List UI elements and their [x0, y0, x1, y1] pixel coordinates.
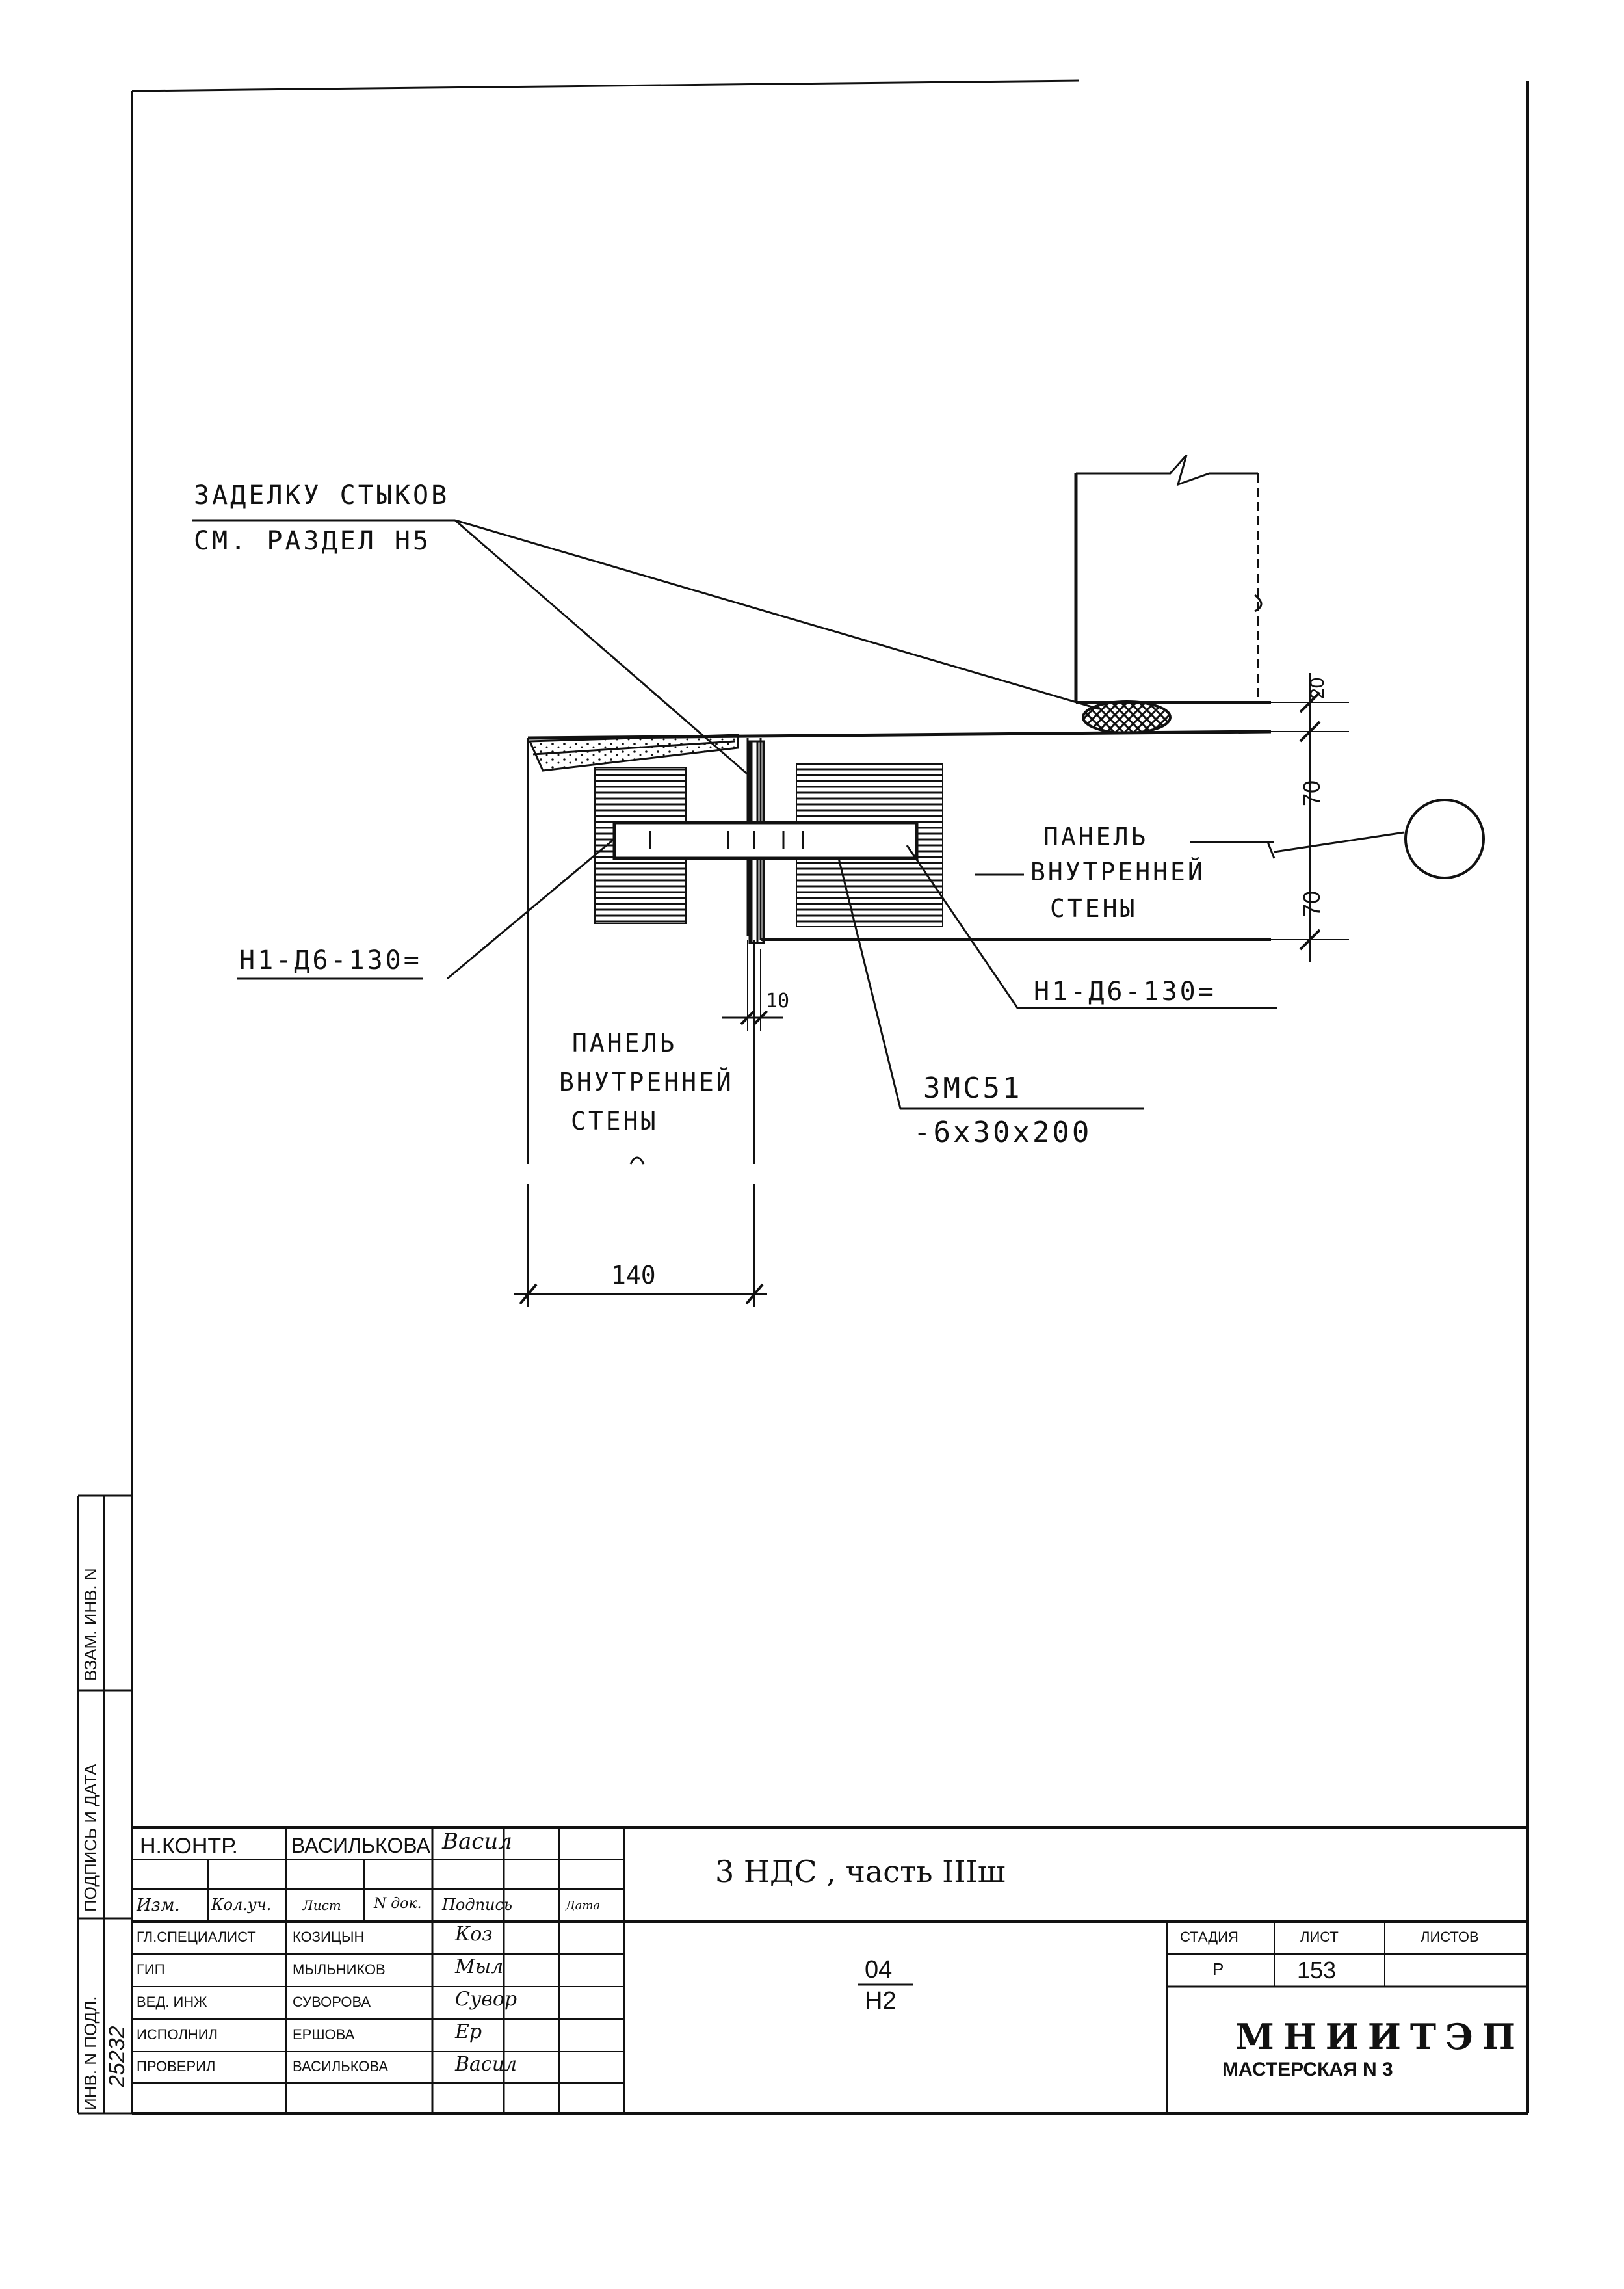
row-4-role: ИСПОЛНИЛ: [137, 2026, 218, 2043]
panel-right-label-1: ПАНЕЛЬ: [1043, 823, 1149, 851]
embed-mark: ЗМС51: [923, 1072, 1023, 1105]
row-2-name: МЫЛЬНИКОВ: [293, 1961, 386, 1978]
embed-size: -6х30х200: [913, 1116, 1092, 1149]
callout-left-rebar: Н1-Д6-130=: [239, 946, 422, 975]
head-data: Дата: [566, 1899, 601, 1912]
panel-left-label-3: СТЕНЫ: [571, 1107, 659, 1135]
row-2-signature: Мыл: [455, 1955, 504, 1978]
row-3-role: ВЕД. ИНЖ: [137, 1994, 207, 2010]
nkontr-signature: Васил: [442, 1829, 512, 1855]
panel-left-label-2: ВНУТРЕННЕЙ: [559, 1068, 734, 1096]
sheets-label: ЛИСТОВ: [1421, 1929, 1479, 1945]
dim-140: 140: [611, 1261, 656, 1290]
sheet-label: ЛИСТ: [1300, 1929, 1339, 1945]
row-5-name: ВАСИЛЬКОВА: [293, 2058, 389, 2074]
stage-value: Р: [1212, 1959, 1224, 1979]
side-stamp-column: [77, 1494, 132, 2115]
side-vzam-inv: ВЗАМ. ИНВ. N: [81, 1568, 100, 1681]
project-title: 3 НДС , часть IIIш: [715, 1854, 1006, 1889]
title-block-grid: [132, 1826, 1528, 2113]
row-5-role: ПРОВЕРИЛ: [137, 2058, 216, 2074]
row-1-role: ГЛ.СПЕЦИАЛИСТ: [137, 1929, 256, 1945]
row-2-role: ГИП: [137, 1961, 165, 1978]
panel-left-label-1: ПАНЕЛЬ: [572, 1029, 677, 1057]
side-inv-handwritten: 25232: [105, 2026, 129, 2087]
org-logo: МНИИТЭП: [1235, 2016, 1525, 2057]
drawing-code-bottom: Н2: [865, 1987, 897, 2015]
side-podpis-data: ПОДПИСЬ И ДАТА: [81, 1764, 100, 1912]
steel-plate: [612, 821, 919, 860]
nkontr-role: Н.КОНТР.: [140, 1834, 238, 1859]
joint-note-line1: ЗАДЕЛКУ СТЫКОВ: [194, 481, 450, 510]
row-1-signature: Коз: [455, 1923, 493, 1946]
row-5-signature: Васил: [455, 2053, 517, 2076]
org-department: МАСТЕРСКАЯ N 3: [1222, 2059, 1393, 2080]
panel-right-label-3: СТЕНЫ: [1050, 894, 1138, 923]
drawing-code-top: 04: [865, 1956, 893, 1983]
joint-note-line2: СМ. РАЗДЕЛ Н5: [194, 526, 432, 556]
sheet-frame: [131, 79, 1529, 2115]
axis-circle: [1404, 799, 1485, 879]
head-izm: Изм.: [137, 1896, 180, 1915]
row-1-name: КОЗИЦЫН: [293, 1929, 365, 1945]
sheet-value: 153: [1297, 1957, 1337, 1983]
stage-label: СТАДИЯ: [1180, 1929, 1238, 1945]
row-3-name: СУВОРОВА: [293, 1994, 371, 2010]
callout-right-rebar: Н1-Д6-130=: [1034, 977, 1216, 1007]
row-4-name: ЕРШОВА: [293, 2026, 355, 2043]
row-3-signature: Сувор: [455, 1988, 517, 2011]
nkontr-name: ВАСИЛЬКОВА: [291, 1834, 430, 1857]
dim-10: 10: [766, 990, 790, 1012]
joint-drawing: [192, 455, 1485, 1307]
dim-70-top: 70: [1298, 780, 1325, 806]
row-4-signature: Ер: [455, 2020, 482, 2043]
dim-70-bottom: 70: [1298, 890, 1325, 917]
head-ndok: N док.: [374, 1896, 422, 1912]
dim-20: 20: [1307, 677, 1328, 699]
head-koluch: Кол.уч.: [211, 1896, 272, 1914]
side-inv-podl: ИНВ. N ПОДЛ.: [81, 1996, 100, 2111]
head-list: Лист: [302, 1898, 341, 1913]
panel-right-label-2: ВНУТРЕННЕЙ: [1030, 858, 1205, 886]
sealant: [1082, 700, 1172, 734]
head-podpis: Подпись: [442, 1896, 513, 1914]
